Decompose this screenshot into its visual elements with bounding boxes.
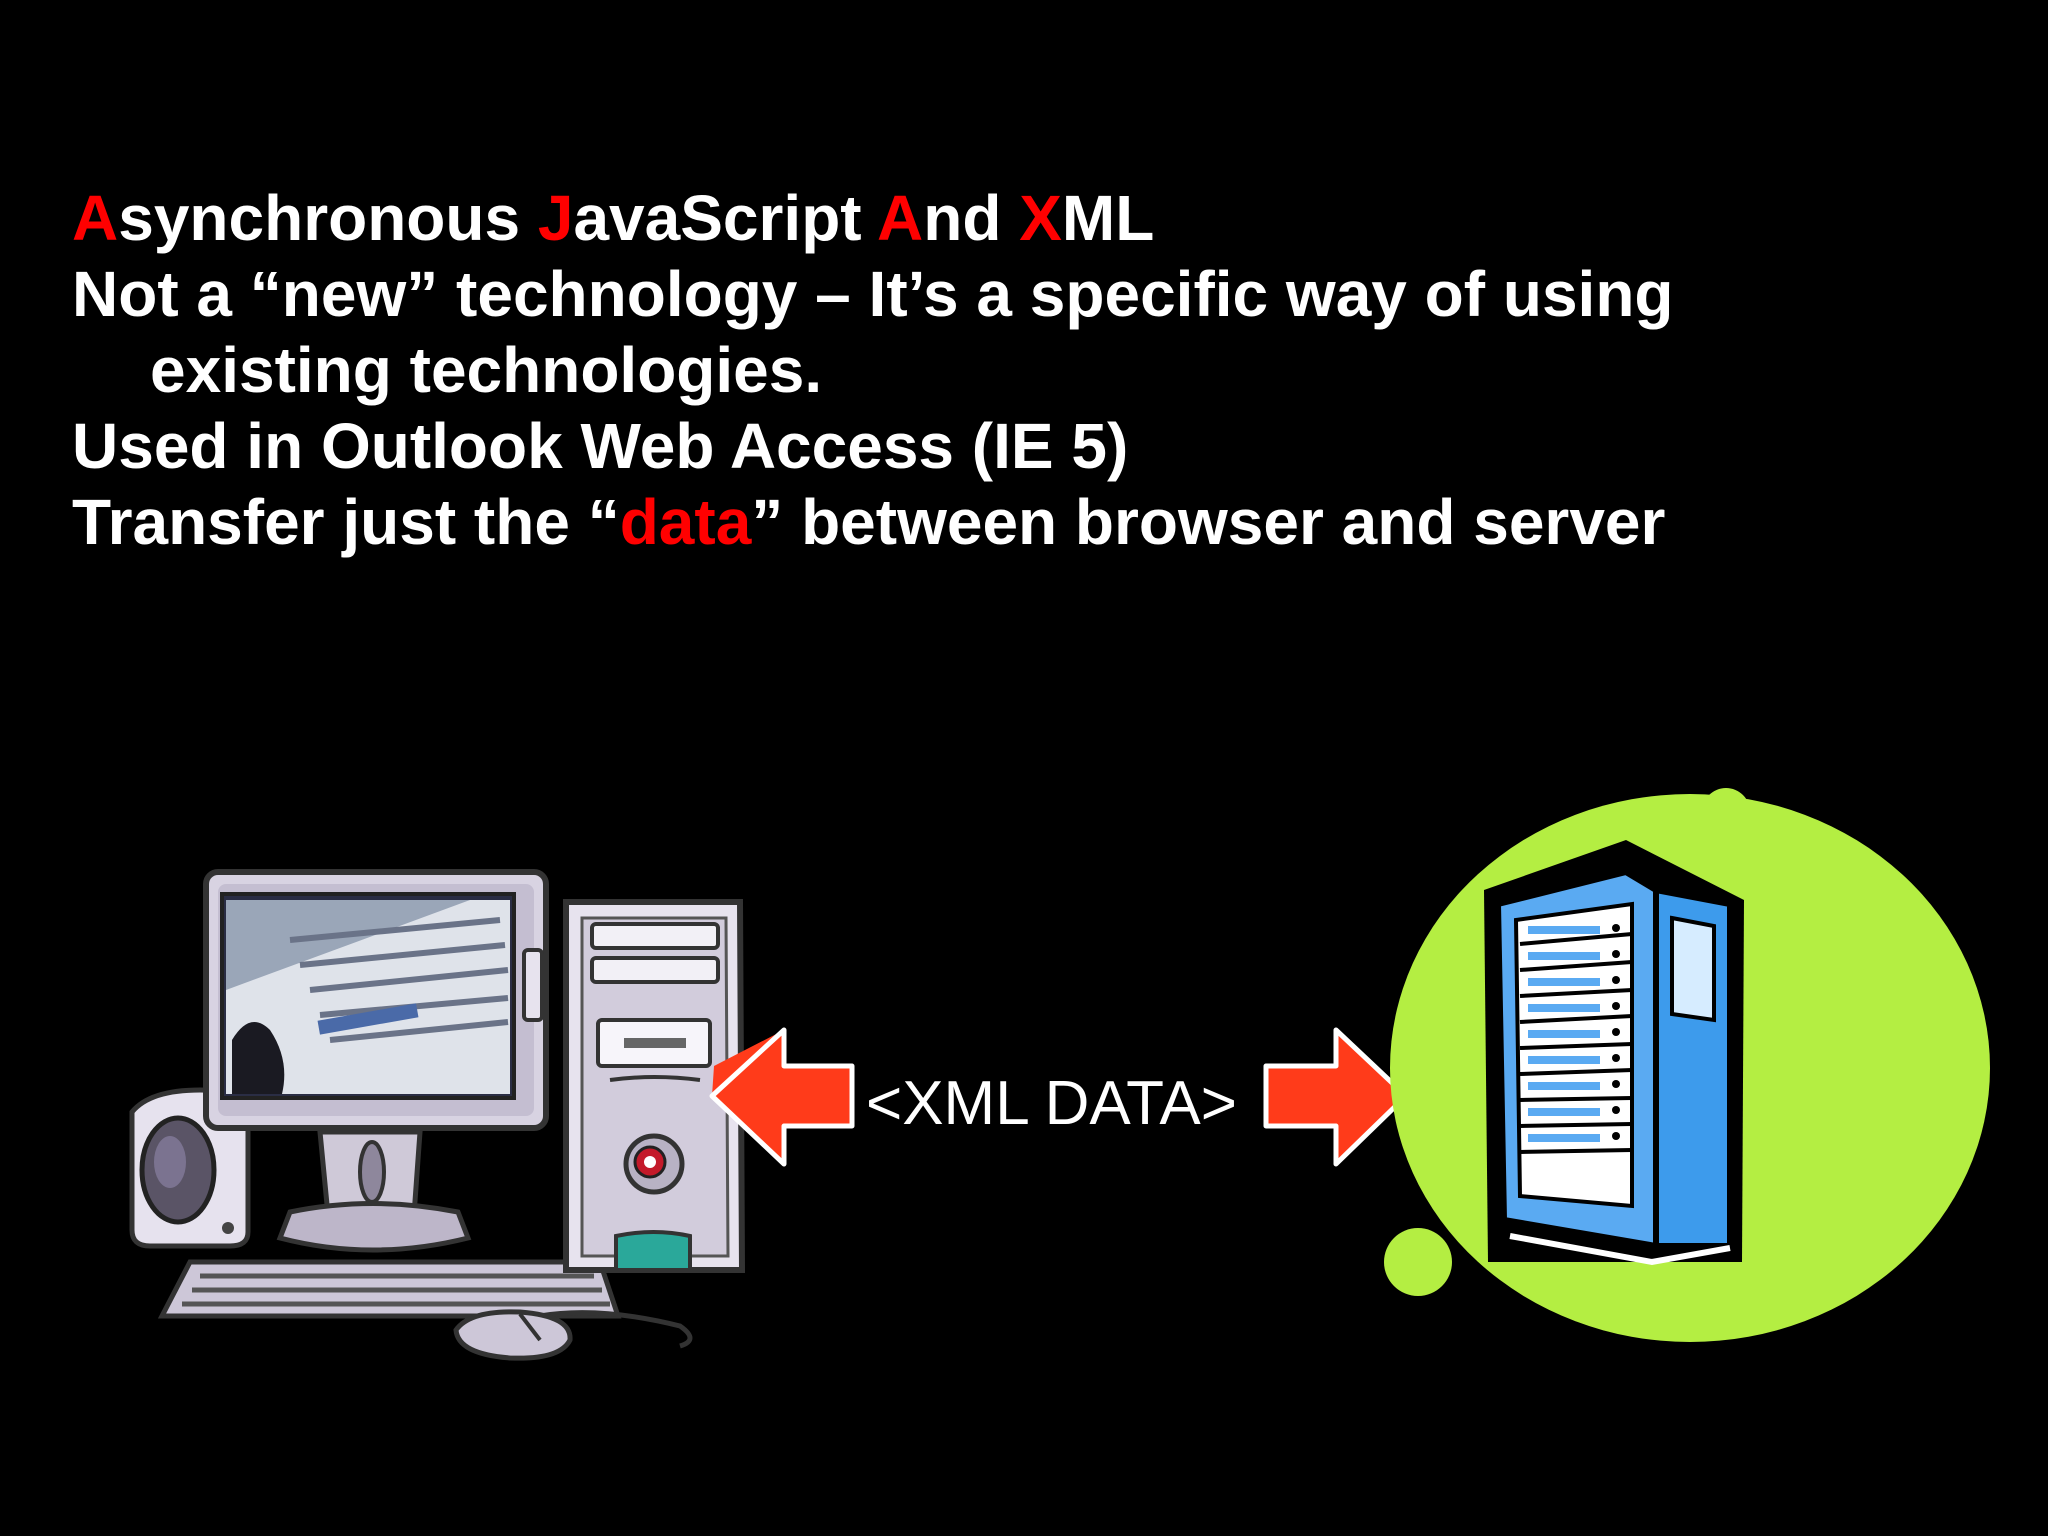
bullet-transfer: Transfer just the “data” between browser… [72,484,1952,560]
highlight-letter-a2: A [877,182,924,254]
highlight-letter-a: A [72,182,119,254]
word-part: synchronous [118,182,538,254]
highlight-data: data [619,486,752,558]
arrow-right-icon [1263,1027,1409,1167]
word-part: ” between browser and server [751,486,1666,558]
bullet-not-new-continued: existing technologies. [150,334,823,406]
highlight-letter-j: J [537,182,574,254]
word-part: avaScript [573,182,877,254]
desktop-computer-icon [129,869,746,1361]
word-part: Transfer just the “ [72,486,620,558]
bullet-not-new: Not a “new” technology – It’s a specific… [72,258,1674,330]
monitor-icon [203,869,549,1131]
tower-case-icon [563,899,746,1273]
word-part: ML [1061,182,1155,254]
server-rack-icon [1384,788,1990,1342]
highlight-letter-x: X [1019,182,1062,254]
xml-data-label: <XML DATA> [866,1069,1237,1138]
arrow-left-icon [709,1027,855,1167]
word-part: nd [923,182,1020,254]
mouse-icon [453,1309,693,1361]
bullet-outlook: Used in Outlook Web Access (IE 5) [72,410,1129,482]
slide-bullets: Asynchronous JavaScript And XML Not a “n… [72,180,1952,560]
keyboard-icon [157,1259,622,1319]
bullet-ajax-definition: Asynchronous JavaScript And XML [72,180,1952,256]
